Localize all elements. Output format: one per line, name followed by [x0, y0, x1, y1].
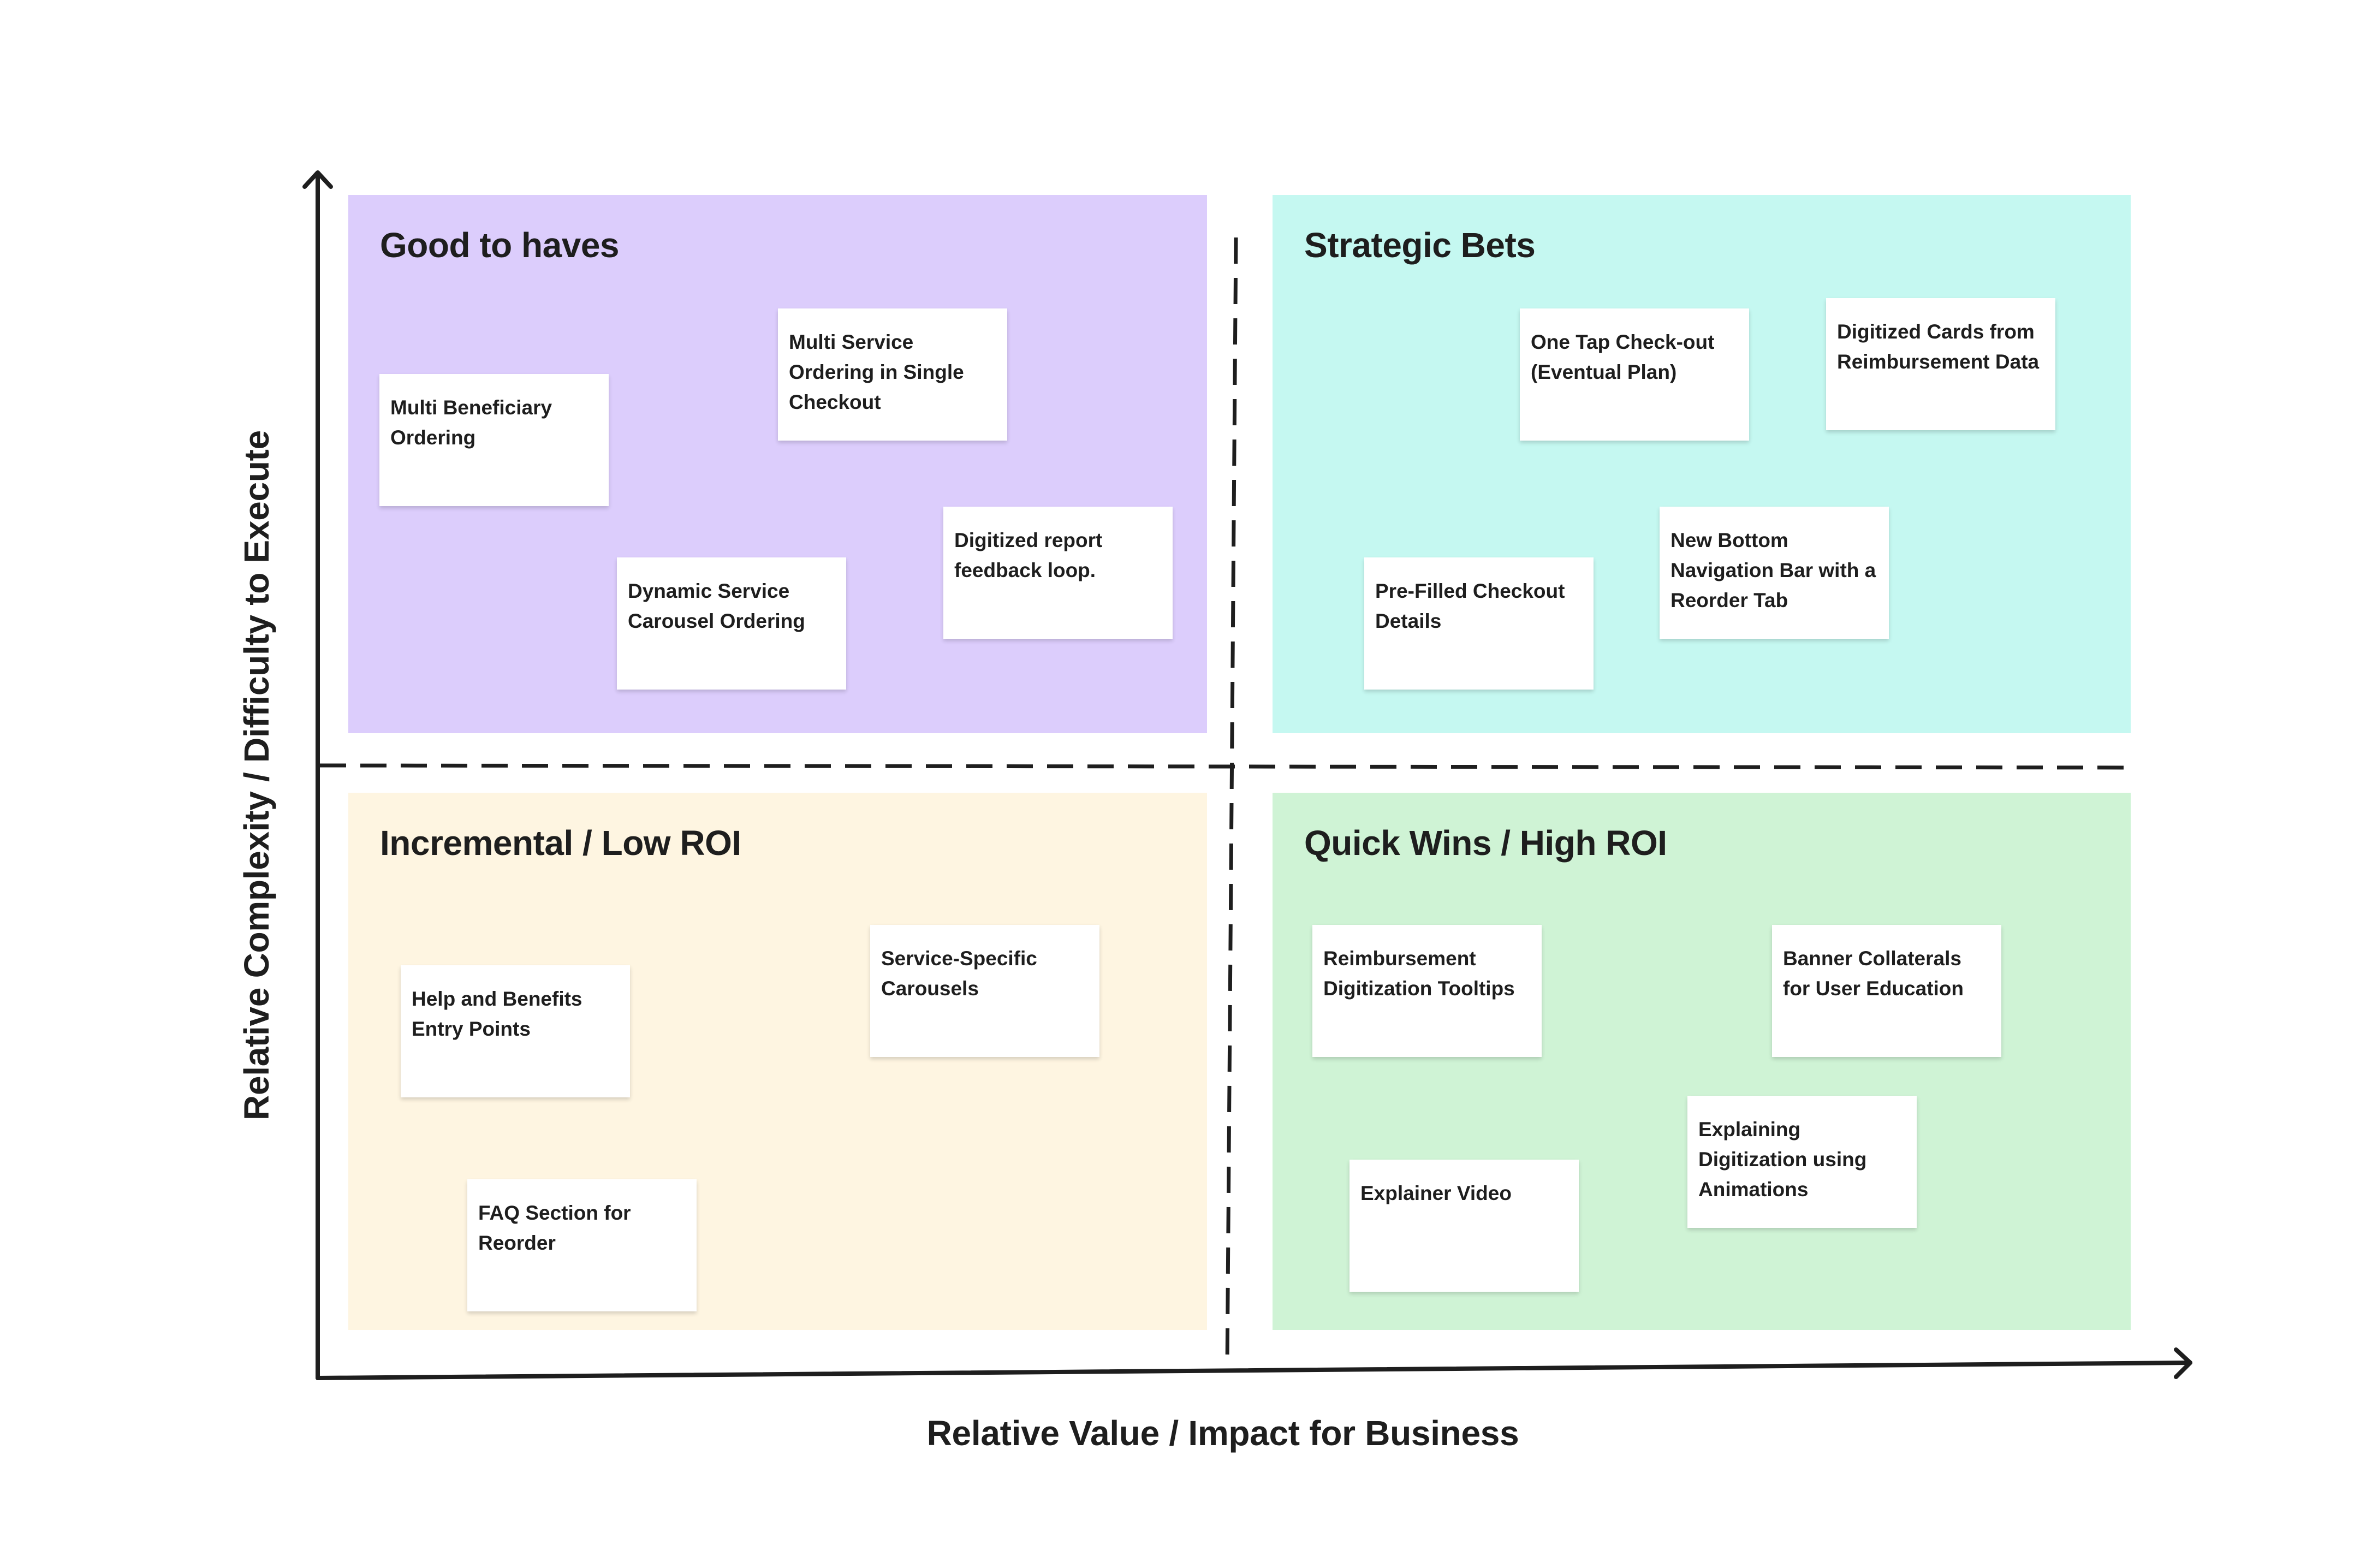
- sticky-note[interactable]: Explaining Digitization using Animations: [1687, 1096, 1917, 1228]
- sticky-note[interactable]: Service-Specific Carousels: [870, 925, 1099, 1057]
- quadrant-title: Good to haves: [380, 225, 620, 265]
- quadrant-title: Strategic Bets: [1304, 225, 1536, 265]
- y-axis-arrowhead: [302, 170, 333, 189]
- y-axis-label: Relative Complexity / Difficulty to Exec…: [237, 430, 276, 1120]
- vertical-divider: [1225, 237, 1238, 1368]
- quadrant-incremental-low-roi: Incremental / Low ROI Service-Specific C…: [348, 793, 1207, 1330]
- sticky-note[interactable]: Reimbursement Digitization Tooltips: [1312, 925, 1542, 1057]
- quadrant-good-to-haves: Good to haves Multi Service Ordering in …: [348, 195, 1207, 733]
- x-axis-label: Relative Value / Impact for Business: [926, 1413, 1519, 1453]
- quadrant-title: Quick Wins / High ROI: [1304, 823, 1667, 863]
- sticky-note[interactable]: Multi Beneficiary Ordering: [379, 374, 609, 506]
- x-axis-line: [316, 1361, 2192, 1380]
- sticky-note[interactable]: Help and Benefits Entry Points: [401, 965, 630, 1097]
- sticky-note[interactable]: Banner Collaterals for User Education: [1772, 925, 2001, 1057]
- sticky-note[interactable]: Digitized Cards from Reimbursement Data: [1826, 298, 2055, 430]
- sticky-note[interactable]: Pre-Filled Checkout Details: [1364, 557, 1594, 690]
- sticky-note[interactable]: Multi Service Ordering in Single Checkou…: [778, 308, 1007, 441]
- sticky-note[interactable]: Dynamic Service Carousel Ordering: [617, 557, 846, 690]
- sticky-note[interactable]: One Tap Check-out (Eventual Plan): [1520, 308, 1749, 441]
- quadrant-quick-wins-high-roi: Quick Wins / High ROI Reimbursement Digi…: [1273, 793, 2131, 1330]
- sticky-note[interactable]: New Bottom Navigation Bar with a Reorder…: [1660, 507, 1889, 639]
- horizontal-divider: [319, 763, 2132, 770]
- sticky-note[interactable]: Digitized report feedback loop.: [943, 507, 1173, 639]
- sticky-note[interactable]: FAQ Section for Reorder: [467, 1179, 697, 1311]
- quadrant-title: Incremental / Low ROI: [380, 823, 741, 863]
- sticky-note[interactable]: Explainer Video: [1349, 1160, 1579, 1292]
- quadrant-strategic-bets: Strategic Bets One Tap Check-out (Eventu…: [1273, 195, 2131, 733]
- x-axis-arrowhead: [2174, 1347, 2192, 1379]
